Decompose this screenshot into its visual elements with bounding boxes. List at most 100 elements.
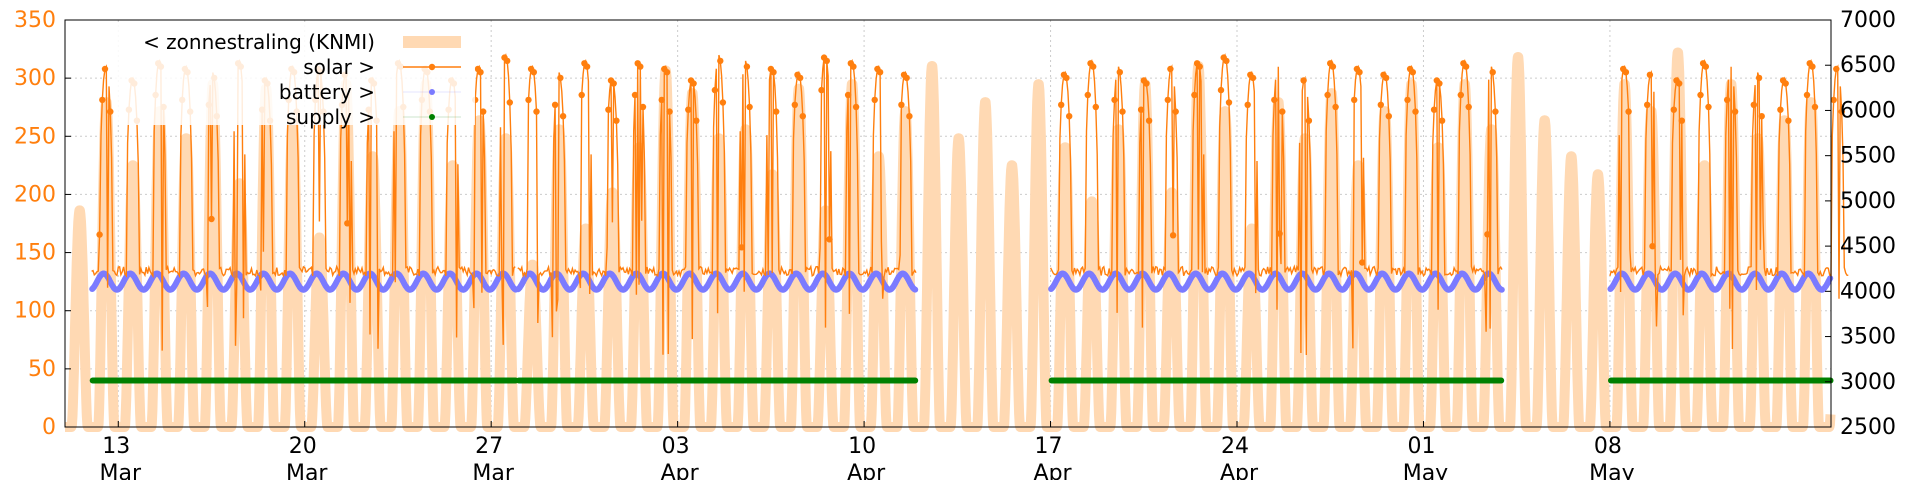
solar-point — [791, 101, 798, 109]
solar-point — [477, 69, 484, 76]
x-tick-day: 27 — [475, 434, 503, 459]
solar-point — [1462, 63, 1470, 70]
legend-label: supply > — [286, 105, 375, 129]
supply-point — [1498, 377, 1505, 384]
right-tick-label: 3000 — [1840, 370, 1896, 395]
solar-point — [1438, 117, 1446, 124]
battery-series — [89, 270, 1834, 293]
solar-point — [658, 96, 665, 104]
legend-swatch — [403, 36, 461, 48]
solar-point — [1412, 108, 1419, 115]
solar-point — [1803, 91, 1811, 99]
solar-line — [91, 53, 516, 351]
solar-point — [1058, 101, 1065, 109]
solar-point — [613, 117, 620, 124]
solar-point — [1249, 74, 1257, 82]
solar-point — [631, 91, 639, 99]
solar-point — [1223, 57, 1230, 65]
solar-point — [557, 74, 564, 82]
x-tick-day: 13 — [102, 434, 130, 459]
solar-point — [1750, 101, 1758, 109]
solar-point — [1465, 103, 1472, 111]
right-tick-label: 6500 — [1840, 53, 1896, 78]
supply-point — [912, 377, 919, 384]
x-tick-day: 08 — [1594, 434, 1622, 459]
solar-point — [1646, 71, 1654, 79]
solar-point — [693, 117, 700, 124]
solar-point — [96, 231, 103, 238]
solar-point — [1492, 108, 1499, 115]
solar-point — [99, 96, 106, 104]
x-tick-month: Apr — [847, 461, 886, 480]
solar-point — [1838, 108, 1845, 115]
right-tick-label: 4500 — [1840, 234, 1896, 259]
x-tick-day: 24 — [1221, 434, 1249, 459]
x-tick-month: Apr — [1034, 461, 1073, 480]
solar-point — [1644, 101, 1651, 109]
solar-point — [208, 215, 215, 223]
solar-line — [1049, 53, 1503, 356]
left-tick-label: 250 — [14, 124, 56, 149]
solar-point — [1676, 80, 1683, 87]
legend-marker — [429, 89, 435, 95]
x-tick-day: 20 — [289, 434, 317, 459]
solar-point — [1111, 96, 1118, 104]
x-tick-day: 03 — [662, 434, 690, 459]
solar-point — [823, 57, 830, 65]
legend: < zonnestraling (KNMI)solar >battery >su… — [115, 25, 475, 129]
solar-point — [1649, 243, 1656, 250]
battery-point — [1498, 286, 1505, 293]
x-axis: 13Mar20Mar27Mar03Apr10Apr17Apr24Apr01May… — [100, 421, 1635, 480]
left-tick-label: 100 — [14, 299, 56, 324]
solar-point — [1830, 96, 1837, 104]
x-tick-month: Apr — [1220, 461, 1259, 480]
solar-point — [1276, 230, 1283, 237]
solar-point — [1670, 106, 1678, 113]
right-tick-label: 5000 — [1840, 189, 1896, 214]
solar-point — [1351, 96, 1358, 104]
x-tick-day: 17 — [1035, 434, 1063, 459]
solar-point — [1702, 63, 1710, 70]
solar-point — [1196, 63, 1203, 70]
solar-point — [1324, 91, 1331, 99]
solar-point — [1359, 259, 1366, 266]
solar-point — [818, 86, 825, 94]
solar-point — [666, 108, 673, 115]
solar-point — [1164, 96, 1172, 104]
solar-point — [1090, 63, 1097, 70]
solar-point — [1332, 103, 1339, 111]
solar-point — [1404, 96, 1411, 104]
solar-point — [506, 99, 513, 106]
solar-point — [344, 220, 351, 227]
solar-point — [1356, 69, 1363, 76]
solar-point — [533, 108, 540, 115]
solar-point — [1777, 106, 1784, 113]
solar-point — [770, 69, 777, 76]
solar-point — [1489, 69, 1496, 76]
solar-point — [850, 63, 857, 70]
solar-point — [1833, 65, 1840, 73]
solar-point — [1409, 69, 1417, 76]
left-tick-label: 350 — [14, 8, 56, 33]
x-tick-day: 01 — [1407, 434, 1435, 459]
solar-point — [1066, 113, 1073, 120]
solar-point — [1279, 108, 1286, 115]
solar-point — [799, 113, 806, 120]
solar-point — [639, 103, 647, 111]
solar-point — [898, 101, 905, 109]
solar-point — [1705, 103, 1712, 111]
solar-point — [906, 113, 913, 120]
solar-point — [1244, 101, 1251, 109]
left-tick-label: 0 — [42, 415, 56, 440]
legend-marker — [429, 114, 435, 120]
solar-point — [1119, 108, 1126, 115]
solar-point — [1723, 96, 1731, 104]
solar-point — [871, 96, 878, 104]
x-tick-month: May — [1589, 461, 1634, 480]
solar-point — [1755, 74, 1763, 82]
solar-point — [610, 80, 617, 87]
solar-point — [1622, 69, 1630, 76]
